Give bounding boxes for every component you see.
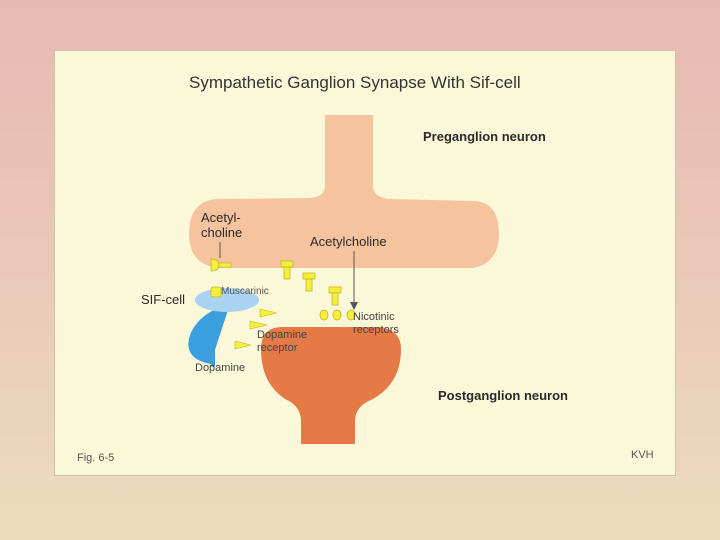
label-acetylcholine-left: Acetyl- choline bbox=[201, 210, 243, 240]
diagram-title: Sympathetic Ganglion Synapse With Sif-ce… bbox=[189, 73, 521, 92]
dopamine-receptor bbox=[249, 320, 268, 330]
arrow-head bbox=[350, 302, 358, 310]
label-preganglion: Preganglion neuron bbox=[423, 129, 546, 144]
presynaptic-terminal bbox=[280, 260, 294, 280]
sif-cell-axon bbox=[188, 305, 231, 364]
nicotinic-receptors bbox=[319, 309, 356, 321]
label-sif-cell: SIF-cell bbox=[141, 292, 186, 307]
slide-panel: Sympathetic Ganglion Synapse With Sif-ce… bbox=[54, 50, 676, 476]
label-dopamine: Dopamine bbox=[195, 362, 246, 374]
author-initials: KVH bbox=[631, 449, 654, 461]
label-postganglion: Postganglion neuron bbox=[438, 388, 568, 403]
dopamine-receptor bbox=[234, 340, 252, 350]
presynaptic-terminal bbox=[302, 272, 316, 292]
muscarinic-receptor bbox=[210, 286, 222, 298]
dopamine-receptor bbox=[259, 308, 278, 318]
label-acetylcholine-center: Acetylcholine bbox=[310, 234, 387, 249]
postganglion-neuron bbox=[261, 327, 401, 444]
figure-caption: Fig. 6-5 bbox=[77, 452, 115, 464]
sif-cell bbox=[188, 288, 259, 367]
label-nicotinic-receptors: Nicotinic receptors bbox=[353, 311, 399, 336]
ach-vesicle-left bbox=[210, 258, 232, 272]
label-muscarinic: Muscarinic bbox=[221, 286, 269, 297]
label-dopamine-receptor: Dopamine receptor bbox=[257, 329, 308, 354]
synapse-diagram bbox=[188, 115, 499, 444]
preganglion-neuron bbox=[189, 115, 499, 268]
presynaptic-terminal bbox=[328, 286, 342, 306]
